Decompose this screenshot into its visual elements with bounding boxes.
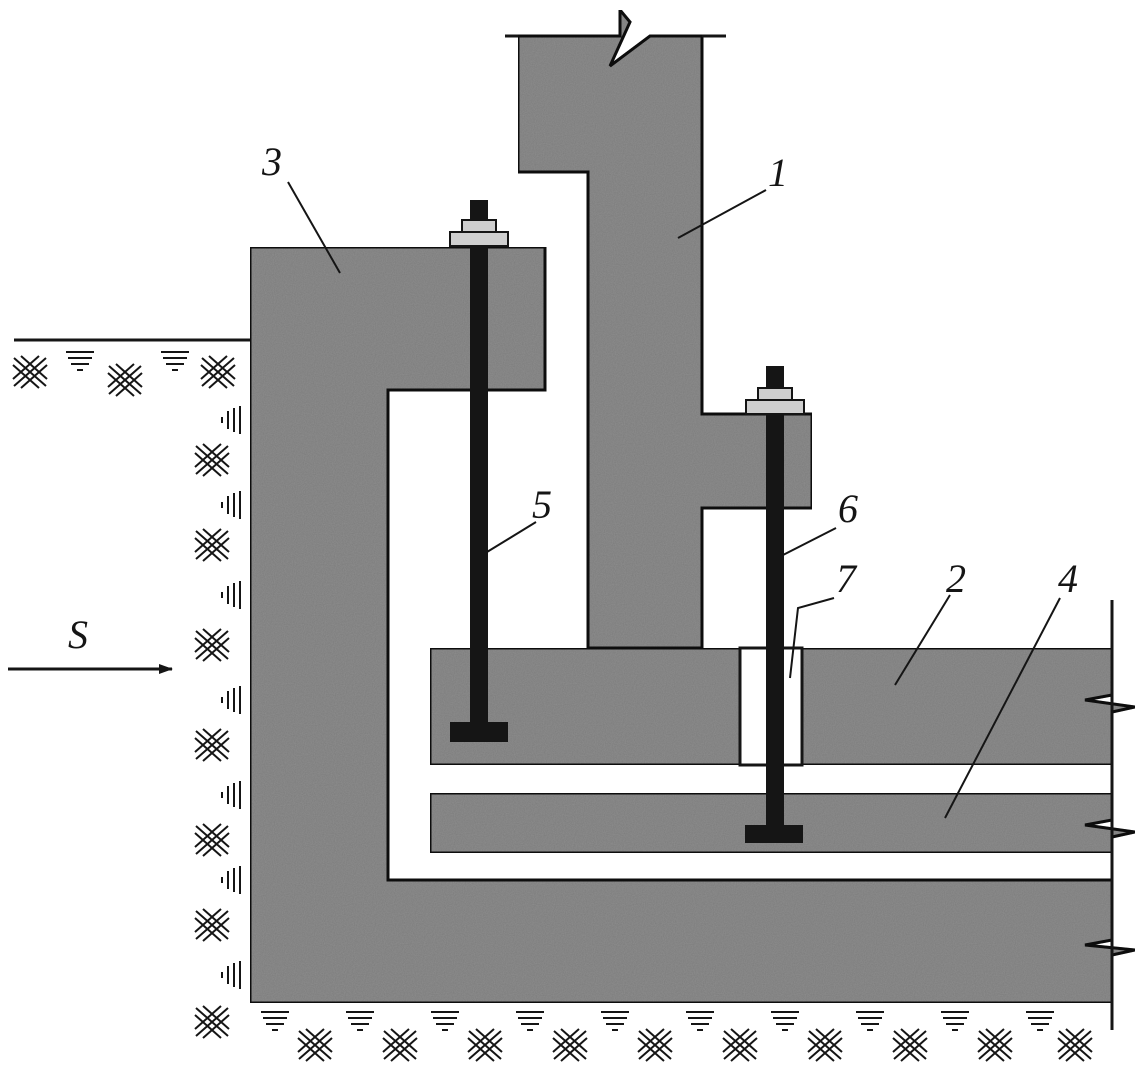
soil-hatching-bottom [260,1011,1093,1062]
soil-hatching-side [194,405,241,1039]
leader-lines [287,181,1061,819]
ground [12,338,1093,1062]
load-label-s: S [68,612,88,657]
leader-2 [894,594,951,686]
leader-4 [944,597,1061,819]
leader-3 [287,181,341,274]
leader-7 [789,597,835,679]
leader-6 [782,527,837,556]
label-part-1: 1 [768,150,788,195]
soil-hatching-top [12,351,236,397]
anchor-bolt-5 [449,200,509,742]
label-part-4: 4 [1058,556,1078,601]
label-part-6: 6 [838,486,858,531]
label-part-2: 2 [946,556,966,601]
leader-1 [677,189,767,239]
label-part-5: 5 [532,482,552,527]
load-arrow-s: S [8,612,173,674]
anchor-bolt-6 [745,366,805,843]
label-part-3: 3 [261,139,282,184]
leader-5 [486,521,537,553]
column-1 [505,5,814,650]
label-part-7: 7 [836,556,858,601]
part-labels: 1 2 3 4 5 6 7 [261,139,1078,601]
